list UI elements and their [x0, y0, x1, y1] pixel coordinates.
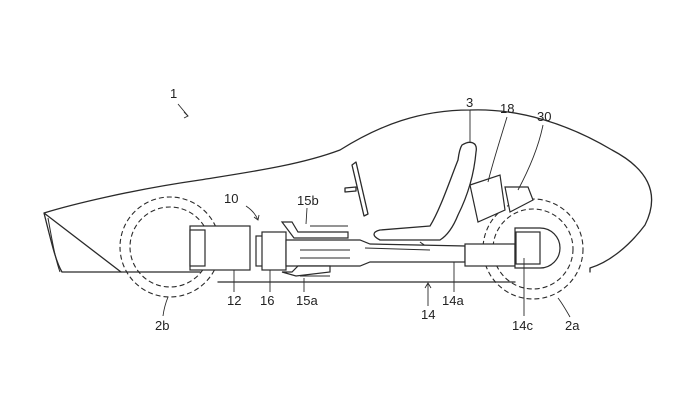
- rear-unit: [504, 186, 534, 213]
- battery-pack: [469, 174, 506, 223]
- label-shaft-tube: 14a: [442, 262, 464, 308]
- seat: [373, 141, 477, 251]
- label-rear-wheel: 2a: [557, 297, 580, 333]
- label-transmission: 16: [260, 270, 274, 308]
- svg-text:14a: 14a: [442, 293, 464, 308]
- svg-text:12: 12: [227, 293, 241, 308]
- svg-text:18: 18: [500, 101, 514, 116]
- svg-text:2a: 2a: [565, 318, 580, 333]
- label-front-wheel: 2b: [155, 296, 169, 333]
- label-propeller-shaft: 14: [421, 282, 435, 322]
- propeller-shaft: [285, 239, 466, 267]
- label-lower-muffler: 15a: [296, 278, 318, 308]
- engine-front: [189, 229, 206, 267]
- rear-axle-housing: [464, 227, 561, 269]
- body-hood-crease: [47, 217, 61, 273]
- svg-text:15b: 15b: [297, 193, 319, 208]
- transmission: [255, 231, 287, 271]
- label-vehicle: 1: [170, 86, 189, 119]
- label-seat: 3: [466, 95, 473, 142]
- vehicle-body-outline: [43, 109, 653, 273]
- svg-text:15a: 15a: [296, 293, 318, 308]
- svg-text:3: 3: [466, 95, 473, 110]
- svg-text:16: 16: [260, 293, 274, 308]
- lower-muffler: [281, 265, 331, 277]
- svg-text:30: 30: [537, 109, 551, 124]
- svg-text:14: 14: [421, 307, 435, 322]
- label-rear-unit: 30: [517, 109, 551, 191]
- label-upper-muffler: 15b: [297, 193, 319, 225]
- steering-wheel: [344, 161, 369, 217]
- label-battery: 18: [487, 101, 514, 183]
- label-powertrain: 10: [224, 191, 260, 221]
- label-differential: 14c: [512, 258, 533, 333]
- svg-text:1: 1: [170, 86, 177, 101]
- svg-text:2b: 2b: [155, 318, 169, 333]
- upper-muffler: [280, 221, 349, 239]
- label-engine: 12: [227, 270, 241, 308]
- svg-text:10: 10: [224, 191, 238, 206]
- svg-text:14c: 14c: [512, 318, 533, 333]
